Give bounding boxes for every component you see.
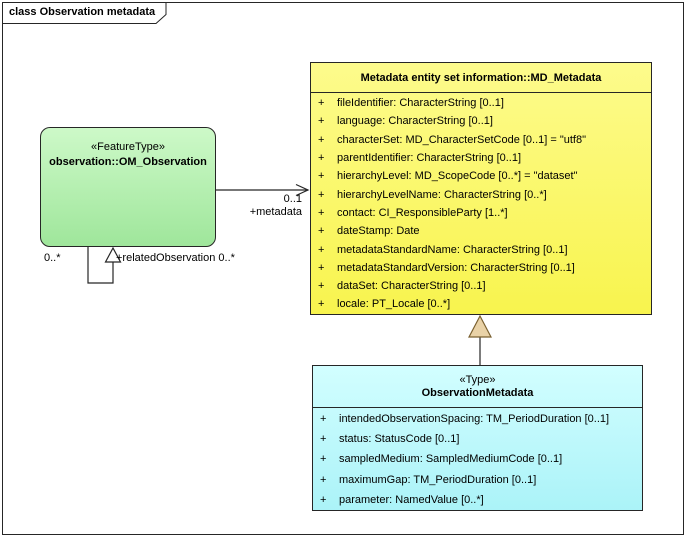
attr-visibility: + xyxy=(320,433,327,446)
attribute-row: + characterSet: MD_CharacterSetCode [0..… xyxy=(311,131,651,149)
observation-metadata-header: «Type» ObservationMetadata xyxy=(313,366,642,408)
attribute-row: + metadataStandardVersion: CharacterStri… xyxy=(311,259,651,277)
generalization-connector[interactable] xyxy=(468,314,492,365)
attribute-row: + dateStamp: Date xyxy=(311,222,651,240)
md-metadata-attributes: + fileIdentifier: CharacterString [0..1]… xyxy=(311,93,651,314)
attr-visibility: + xyxy=(318,133,325,146)
attr-visibility: + xyxy=(320,453,327,466)
related-observation-self-connector[interactable] xyxy=(87,246,122,284)
attr-signature: dateStamp: Date xyxy=(337,225,420,238)
attribute-row: + parameter: NamedValue [0..*] xyxy=(313,490,642,510)
observation-metadata-attributes: + intendedObservationSpacing: TM_PeriodD… xyxy=(313,408,642,510)
attr-visibility: + xyxy=(318,152,325,165)
observation-metadata-name: ObservationMetadata xyxy=(421,387,534,399)
attr-visibility: + xyxy=(320,413,327,426)
attribute-row: + dataSet: CharacterString [0..1] xyxy=(311,277,651,295)
attr-signature: characterSet: MD_CharacterSetCode [0..1]… xyxy=(337,133,587,146)
attribute-row: + status: StatusCode [0..1] xyxy=(313,429,642,449)
attr-signature: fileIdentifier: CharacterString [0..1] xyxy=(337,97,504,110)
attr-signature: language: CharacterString [0..1] xyxy=(337,115,493,128)
class-observation-metadata[interactable]: «Type» ObservationMetadata + intendedObs… xyxy=(312,365,643,511)
attribute-row: + parentIdentifier: CharacterString [0..… xyxy=(311,149,651,167)
attr-signature: hierarchyLevel: MD_ScopeCode [0..*] = "d… xyxy=(337,170,578,183)
attr-visibility: + xyxy=(320,473,327,486)
class-md-metadata[interactable]: Metadata entity set information::MD_Meta… xyxy=(310,62,652,315)
attr-signature: dataSet: CharacterString [0..1] xyxy=(337,280,486,293)
observation-metadata-stereotype: «Type» xyxy=(459,374,496,386)
metadata-association-connector[interactable] xyxy=(216,183,310,197)
attr-signature: parentIdentifier: CharacterString [0..1] xyxy=(337,152,522,165)
attr-signature: contact: CI_ResponsibleParty [1..*] xyxy=(337,206,508,219)
attr-signature: intendedObservationSpacing: TM_PeriodDur… xyxy=(339,413,610,426)
attr-visibility: + xyxy=(318,261,325,274)
attr-visibility: + xyxy=(318,170,325,183)
om-observation-stereotype: «FeatureType» xyxy=(91,141,165,153)
attribute-row: + intendedObservationSpacing: TM_PeriodD… xyxy=(313,409,642,429)
related-observation-source-multiplicity-label: 0..* xyxy=(44,252,61,264)
metadata-target-multiplicity-label: 0..1 xyxy=(283,193,302,205)
class-om-observation[interactable]: «FeatureType» observation::OM_Observatio… xyxy=(40,127,216,247)
attr-visibility: + xyxy=(318,188,325,201)
attr-visibility: + xyxy=(318,97,325,110)
metadata-role-label: +metadata xyxy=(249,206,302,218)
attr-visibility: + xyxy=(318,206,325,219)
frame-tab-label: class Observation metadata xyxy=(9,6,156,18)
attribute-row: + hierarchyLevel: MD_ScopeCode [0..*] = … xyxy=(311,167,651,185)
attr-signature: status: StatusCode [0..1] xyxy=(339,433,460,446)
md-metadata-header: Metadata entity set information::MD_Meta… xyxy=(311,63,651,93)
attribute-row: + metadataStandardName: CharacterString … xyxy=(311,240,651,258)
attr-signature: metadataStandardVersion: CharacterString… xyxy=(337,261,575,274)
attribute-row: + locale: PT_Locale [0..*] xyxy=(311,295,651,313)
attr-visibility: + xyxy=(318,225,325,238)
attribute-row: + language: CharacterString [0..1] xyxy=(311,112,651,130)
attribute-row: + sampledMedium: SampledMediumCode [0..1… xyxy=(313,449,642,469)
attr-visibility: + xyxy=(318,243,325,256)
attr-signature: locale: PT_Locale [0..*] xyxy=(337,298,451,311)
attribute-row: + hierarchyLevelName: CharacterString [0… xyxy=(311,185,651,203)
attr-signature: parameter: NamedValue [0..*] xyxy=(339,493,484,506)
attribute-row: + fileIdentifier: CharacterString [0..1] xyxy=(311,94,651,112)
attribute-row: + contact: CI_ResponsibleParty [1..*] xyxy=(311,204,651,222)
attr-visibility: + xyxy=(318,115,325,128)
om-observation-name: observation::OM_Observation xyxy=(49,156,207,168)
attr-signature: maximumGap: TM_PeriodDuration [0..1] xyxy=(339,473,537,486)
related-observation-role-label: +relatedObservation 0..* xyxy=(116,252,235,264)
frame-tab xyxy=(2,2,167,24)
attr-signature: hierarchyLevelName: CharacterString [0..… xyxy=(337,188,547,201)
attr-signature: metadataStandardName: CharacterString [0… xyxy=(337,243,568,256)
md-metadata-name: Metadata entity set information::MD_Meta… xyxy=(360,71,602,84)
attr-visibility: + xyxy=(320,493,327,506)
attribute-row: + maximumGap: TM_PeriodDuration [0..1] xyxy=(313,470,642,490)
attr-visibility: + xyxy=(318,298,325,311)
attr-visibility: + xyxy=(318,280,325,293)
attr-signature: sampledMedium: SampledMediumCode [0..1] xyxy=(339,453,563,466)
